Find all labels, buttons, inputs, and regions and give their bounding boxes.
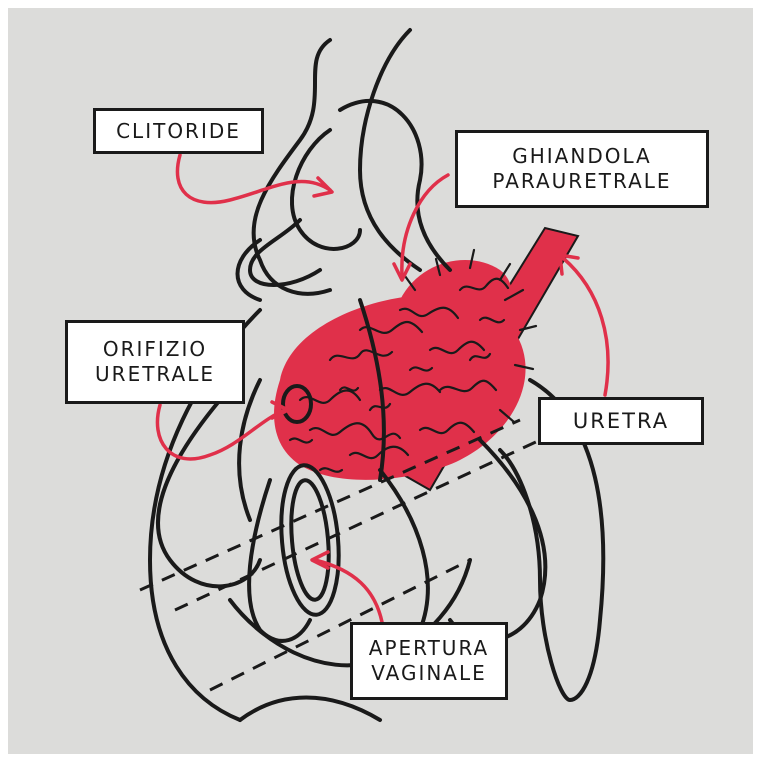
label-orifizio-uretrale: ORIFIZIO URETRALE <box>65 320 245 404</box>
label-uretra-line1: URETRA <box>573 408 669 434</box>
arrow-uretra <box>563 258 608 395</box>
label-uretra: URETRA <box>538 397 704 445</box>
label-orifizio-line1: ORIFIZIO <box>103 337 207 362</box>
label-ghiandola-line2: PARAURETRALE <box>492 169 671 194</box>
label-clitoride: CLITORIDE <box>93 108 264 154</box>
label-orifizio-line2: URETRALE <box>95 362 215 387</box>
label-apertura-line2: VAGINALE <box>371 661 487 686</box>
label-apertura-line1: APERTURA <box>369 636 489 661</box>
label-ghiandola-parauretrale: GHIANDOLA PARAURETRALE <box>455 130 709 208</box>
label-apertura-vaginale: APERTURA VAGINALE <box>350 622 508 700</box>
arrow-clitoride <box>177 155 330 203</box>
label-clitoride-line1: CLITORIDE <box>116 119 241 144</box>
label-ghiandola-line1: GHIANDOLA <box>512 144 652 169</box>
paraurethral-gland <box>274 250 536 480</box>
